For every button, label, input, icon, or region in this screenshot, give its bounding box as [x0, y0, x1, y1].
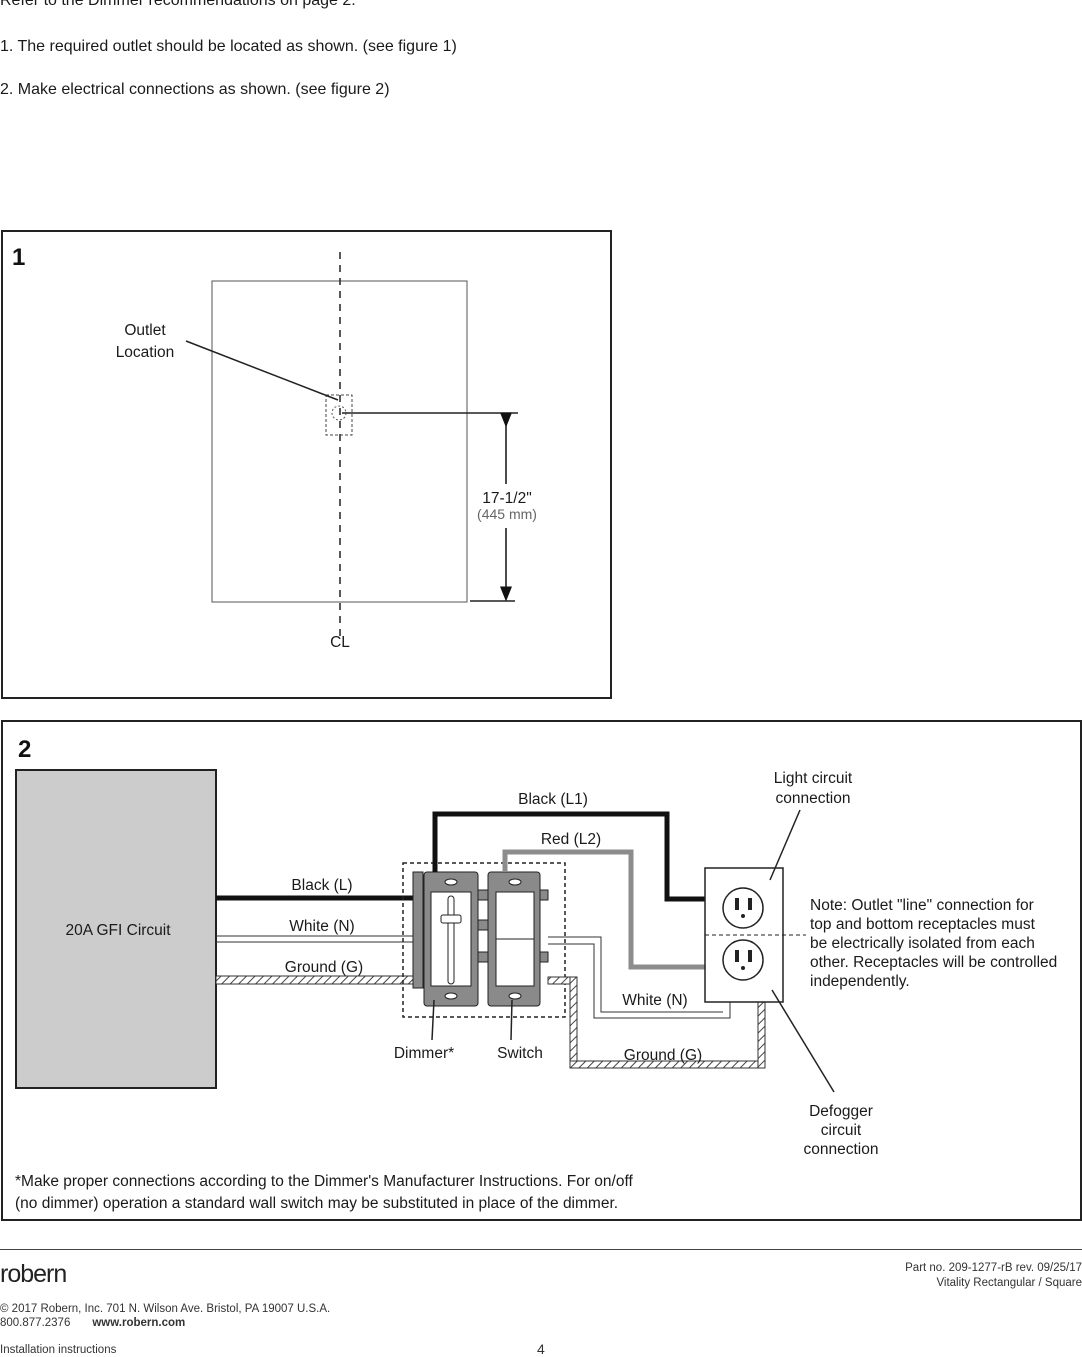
defogger-label-line2: circuit — [821, 1122, 862, 1139]
white-n-right-wire-outer — [548, 936, 723, 1013]
contact-line: 800.877.2376 www.robern.com — [0, 1316, 330, 1330]
switch-leader — [510, 999, 513, 1041]
black-l1-label: Black (L1) — [518, 791, 588, 808]
outlet-label-line1: Outlet — [124, 322, 166, 339]
outlet-leader-line — [185, 340, 339, 401]
dimension-value: 17-1/2" — [482, 490, 531, 507]
figure-2: 2 20A GFI Circuit Black (L) White (N) Gr… — [1, 720, 1082, 1221]
switch-top-screw — [508, 878, 522, 886]
defogger-label-line1: Defogger — [809, 1103, 873, 1120]
device-joint-tab-3 — [477, 951, 489, 963]
company-address-block: © 2017 Robern, Inc. 701 N. Wilson Ave. B… — [0, 1302, 330, 1330]
ground-right-wire-b — [569, 976, 578, 1069]
upper-receptacle-slot-left — [735, 898, 739, 910]
defogger-leader — [771, 989, 835, 1093]
phone-number: 800.877.2376 — [0, 1317, 71, 1329]
dimmer-leader — [431, 999, 435, 1041]
outlet-location-box — [325, 394, 353, 436]
figure-2-frame — [1, 720, 1082, 1221]
upper-receptacle — [722, 887, 764, 929]
dimmer-slider-track — [447, 895, 455, 985]
page-number: 4 — [537, 1341, 545, 1357]
part-number: Part no. 209-1277-rB rev. 09/25/17 — [905, 1262, 1082, 1274]
footnote-line-1: *Make proper connections according to th… — [15, 1173, 633, 1190]
upper-receptacle-slot-right — [748, 898, 752, 910]
dimmer-label: Dimmer* — [394, 1045, 454, 1062]
figure-2-number: 2 — [18, 736, 31, 763]
note-line-1: Note: Outlet "line" connection for — [810, 897, 1034, 914]
switch-bottom-screw — [508, 992, 522, 1000]
outlet-label-line2: Location — [116, 344, 175, 361]
dimmer-top-screw — [444, 878, 458, 886]
switch-right-tab-1 — [539, 889, 549, 901]
dimension-metric: (445 mm) — [477, 506, 537, 522]
lower-receptacle — [722, 939, 764, 981]
wall-box-enclosure — [402, 862, 566, 1018]
red-l2-wire — [502, 849, 706, 970]
part-info: Part no. 209-1277-rB rev. 09/25/17 Vital… — [905, 1261, 1082, 1291]
note-line-2: top and bottom receptacles must — [810, 916, 1036, 933]
defogger-label-line3: connection — [804, 1141, 879, 1158]
intro-step-2: 2. Make electrical connections as shown.… — [0, 81, 390, 98]
dimmer-left-tabs — [412, 871, 424, 989]
gfi-circuit-label: 20A GFI Circuit — [65, 922, 171, 939]
switch-right-tab-2 — [539, 951, 549, 963]
lower-receptacle-slot-left — [735, 950, 739, 962]
device-joint-tab-2 — [477, 919, 489, 931]
robern-logo: robern — [0, 1260, 67, 1288]
lower-receptacle-slot-right — [748, 950, 752, 962]
black-l1-wire — [432, 811, 706, 902]
light-circuit-label-line2: connection — [776, 790, 851, 807]
ground-g-right-label: Ground (G) — [624, 1047, 702, 1064]
intro-step-1: 1. The required outlet should be located… — [0, 38, 457, 55]
note-line-3: be electrically isolated from each — [810, 935, 1035, 952]
ground-g-wire — [215, 975, 422, 985]
website-link[interactable]: www.robern.com — [92, 1317, 186, 1329]
dimmer-slider-knob — [440, 914, 462, 924]
figure-1-frame — [1, 230, 612, 699]
footnote-line-2: (no dimmer) operation a standard wall sw… — [15, 1195, 618, 1212]
dimmer-bottom-screw — [444, 992, 458, 1000]
white-n-right-label: White (N) — [622, 992, 687, 1009]
note-line-5: independently. — [810, 973, 910, 990]
ground-right-wire-d — [757, 1001, 766, 1069]
red-l2-label: Red (L2) — [541, 831, 601, 848]
light-circuit-leader — [769, 809, 801, 881]
product-name: Vitality Rectangular / Square — [936, 1277, 1082, 1289]
note-line-4: other. Receptacles will be controlled — [810, 954, 1057, 971]
centerline-mark: CL — [330, 634, 350, 651]
white-n-right-wire-inner — [548, 943, 731, 1019]
company-address: © 2017 Robern, Inc. 701 N. Wilson Ave. B… — [0, 1303, 331, 1315]
footer-divider — [0, 1249, 1082, 1250]
lower-receptacle-ground-hole — [741, 966, 745, 970]
figure-1-number: 1 — [12, 244, 25, 271]
intro-dimmer-note: Refer to the Dimmer recommendations on p… — [0, 0, 356, 9]
upper-receptacle-ground-hole — [741, 914, 745, 918]
document-type: Installation instructions — [0, 1344, 117, 1356]
gfi-circuit-box — [15, 769, 217, 1089]
figure-1: 1 Outlet Location 17-1/2" (445 mm) CL — [1, 230, 612, 699]
white-n-label: White (N) — [289, 918, 354, 935]
switch-label: Switch — [497, 1045, 543, 1062]
ground-g-label: Ground (G) — [285, 959, 363, 976]
device-joint-tab-1 — [477, 889, 489, 901]
black-l-label: Black (L) — [291, 877, 352, 894]
light-circuit-label-line1: Light circuit — [774, 770, 853, 787]
